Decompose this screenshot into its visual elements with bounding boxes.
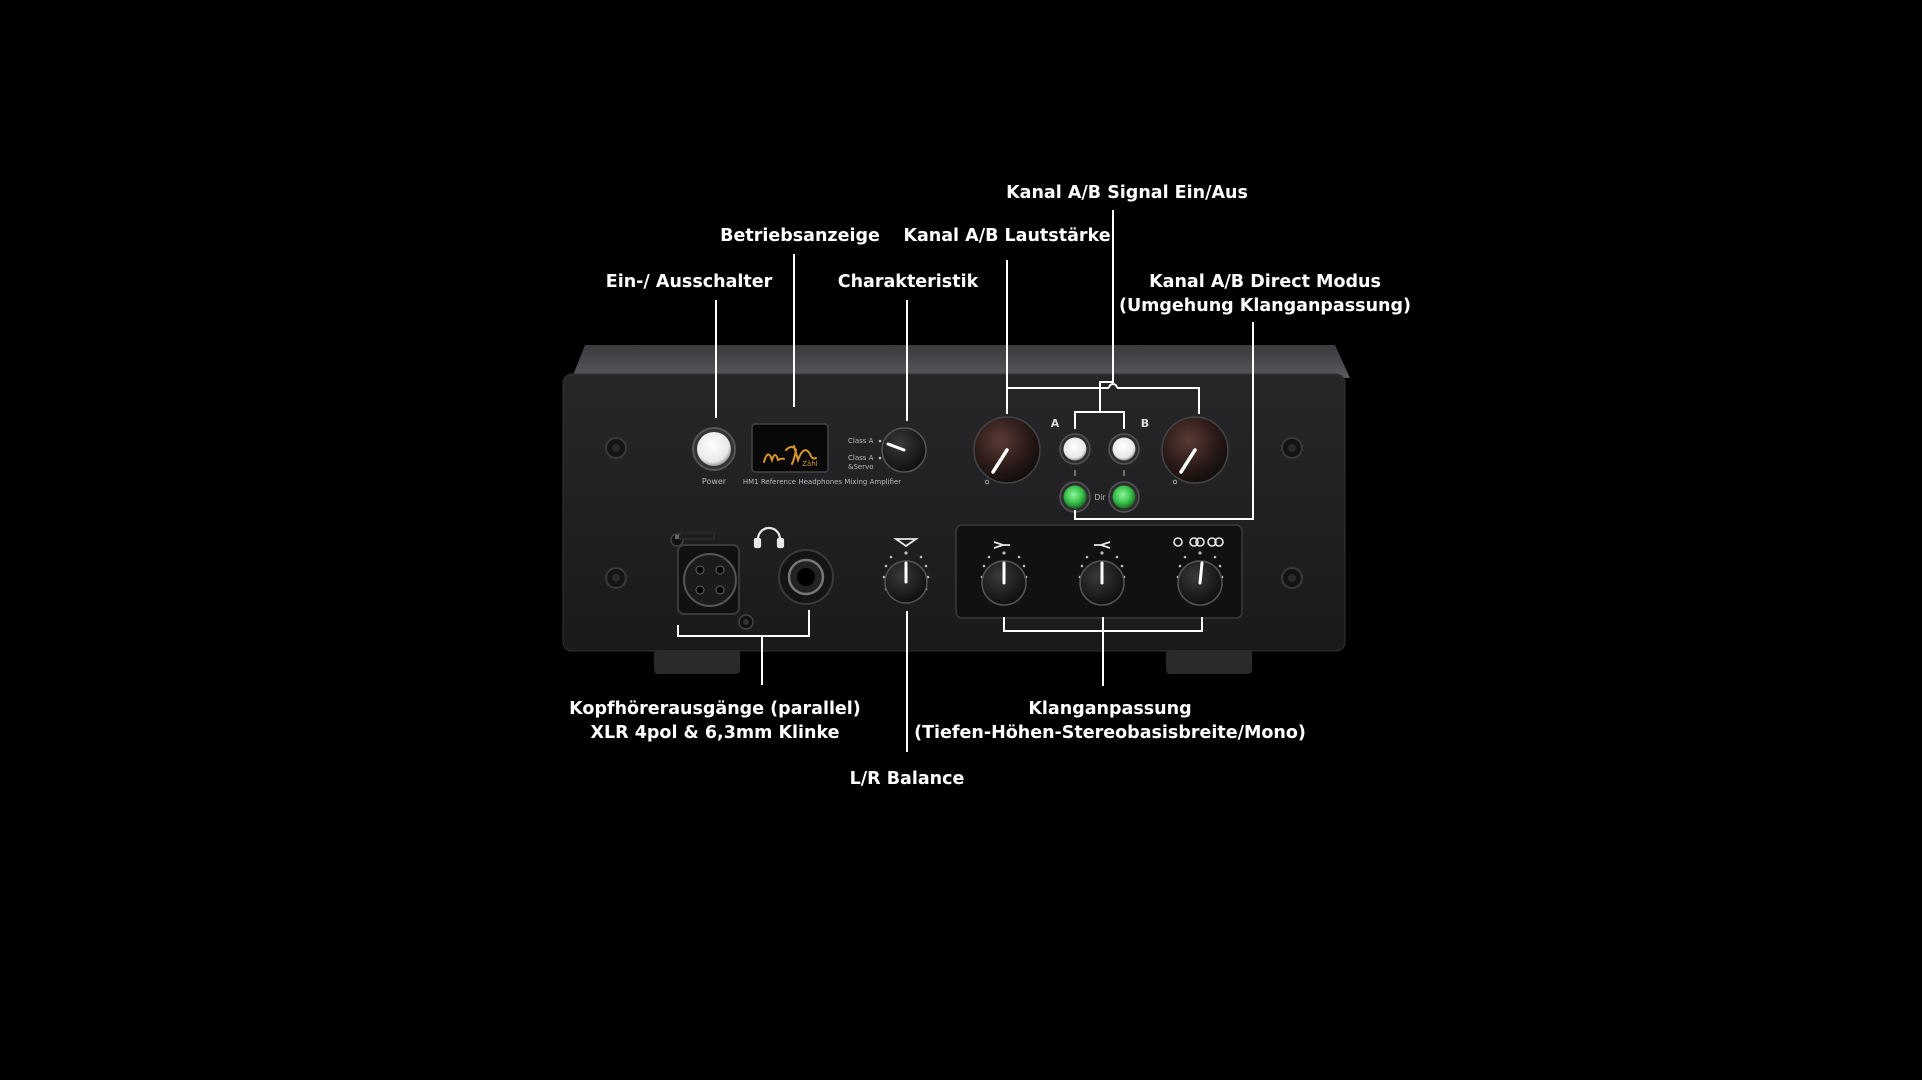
- label-signal: Kanal A/B Signal Ein/Aus: [1006, 183, 1248, 203]
- stereo-width-knob[interactable]: [1177, 560, 1223, 606]
- dir-label: Dir: [1095, 493, 1107, 502]
- characteristic-knob[interactable]: [881, 427, 927, 473]
- callout-lines: [677, 210, 1254, 752]
- callout-line-headphones: [677, 610, 810, 685]
- brand-text: Zähl: [802, 460, 818, 468]
- headphones-icon: [753, 526, 785, 549]
- balance-knob[interactable]: [884, 560, 928, 604]
- label-volume: Kanal A/B Lautstärke: [903, 226, 1111, 246]
- callout-line-volume-bracket: [1006, 260, 1200, 414]
- signature-logo: [763, 445, 817, 465]
- label-balance: L/R Balance: [849, 769, 965, 789]
- jack-6-3mm-socket[interactable]: [778, 549, 834, 605]
- label-headphone-outputs: Kopfhörerausgänge (parallel)XLR 4pol & 6…: [569, 699, 861, 743]
- model-caption: HM1 Reference Headphones Mixing Amplifie…: [743, 478, 901, 486]
- xlr-4pin-jack[interactable]: [670, 532, 754, 630]
- screw: [612, 444, 620, 452]
- chassis-top: [572, 345, 1350, 378]
- direct-button-a[interactable]: [1059, 481, 1091, 513]
- screw: [1288, 444, 1296, 452]
- class-a-servo-label-2: &Servo: [848, 463, 874, 471]
- line-crossing-hop: [1108, 383, 1118, 389]
- bass-icon: [993, 541, 1010, 549]
- oled-display: Zähl: [751, 423, 829, 473]
- treble-knob[interactable]: [1079, 560, 1125, 606]
- label-characteristic: Charakteristik: [837, 272, 979, 292]
- signal-button-a[interactable]: [1059, 433, 1091, 465]
- volume-knob-b[interactable]: [1161, 416, 1229, 484]
- direct-button-b[interactable]: [1108, 481, 1140, 513]
- class-a-label: Class A: [848, 437, 874, 445]
- power-button[interactable]: [692, 427, 736, 471]
- callout-line-direct: [1074, 322, 1254, 520]
- callout-line-tone: [1003, 617, 1203, 686]
- label-power-switch: Ein-/ Ausschalter: [605, 272, 773, 292]
- amplifier-chassis: [562, 345, 1350, 674]
- power-caption: Power: [702, 477, 727, 486]
- signal-button-b[interactable]: [1108, 433, 1140, 465]
- label-direct-mode: Kanal A/B Direct Modus(Umgehung Klanganp…: [1118, 272, 1412, 316]
- label-power-indicator: Betriebsanzeige: [720, 226, 880, 246]
- class-a-servo-label-1: Class A: [848, 454, 874, 462]
- screw: [1288, 574, 1296, 582]
- balance-symbol-icon: [893, 538, 919, 548]
- channel-a-label: A: [1051, 417, 1060, 430]
- label-tone: Klanganpassung(Tiefen-Höhen-Stereobasisb…: [914, 699, 1306, 743]
- treble-icon: [1094, 541, 1111, 549]
- channel-b-label: B: [1141, 417, 1149, 430]
- bass-knob[interactable]: [981, 560, 1027, 606]
- foot-right: [1166, 650, 1252, 674]
- callout-line-signal: [1074, 210, 1125, 429]
- screw: [612, 574, 620, 582]
- foot-left: [654, 650, 740, 674]
- panel-screws: [605, 437, 1303, 589]
- stereo-width-icon: [1173, 537, 1224, 547]
- volume-knob-a[interactable]: [973, 416, 1041, 484]
